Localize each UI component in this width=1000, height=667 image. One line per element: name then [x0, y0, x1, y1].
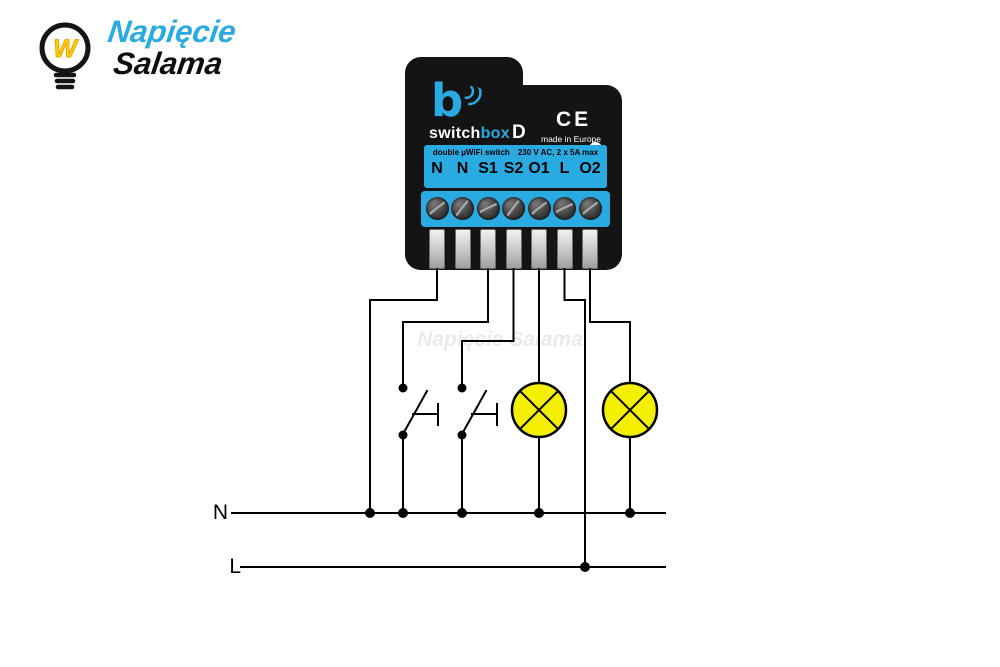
terminal-screw [451, 197, 474, 220]
terminal-label-l: L [559, 160, 570, 177]
lamp1-cross [518, 389, 560, 431]
spec-left: double µWiFi switch [432, 148, 510, 157]
line-rail-label: L [229, 555, 241, 578]
watermark: Napięcie Salama [417, 328, 583, 351]
brand-d: D [511, 122, 526, 143]
lamp2-cross [609, 389, 651, 431]
terminal-screw [553, 197, 576, 220]
push-button-1 [398, 383, 439, 440]
brand-box: box [480, 125, 510, 142]
blebox-logo: b [431, 74, 464, 127]
bulb-outline [39, 22, 91, 74]
button2-contact [460, 389, 488, 436]
terminal-label-o1: O1 [528, 160, 550, 177]
lightbulb-icon: W [39, 22, 91, 90]
button1-contact [401, 389, 429, 436]
terminal-screw [502, 197, 525, 220]
junction-dot [580, 562, 590, 572]
terminal-screw [425, 197, 449, 220]
wire-s2-to-button2 [461, 268, 515, 389]
terminal-label-strip: double µWiFi switch 230 V AC, 2 x 5A max… [424, 145, 607, 188]
bulb-filament-letter: W [53, 35, 79, 63]
terminal-slot [454, 229, 471, 269]
button1-top-terminal [398, 383, 408, 393]
terminal-label-s1: S1 [478, 160, 498, 177]
channel-logo: W Napięcie Salama [30, 14, 238, 98]
terminal-screw [527, 197, 551, 220]
junction-dot [398, 508, 408, 518]
terminal-screw [578, 197, 602, 220]
neutral-rail-label: N [212, 501, 228, 524]
bulb-base [53, 72, 77, 90]
terminal-screw-block [421, 191, 610, 227]
wire-n-to-rail [369, 268, 438, 514]
button1-actuator [412, 403, 439, 426]
ce-mark: CE [556, 108, 592, 131]
wire-o2-to-lamp2 [589, 268, 631, 384]
junction-dot [625, 508, 635, 518]
terminal-label-s2: S2 [503, 160, 524, 177]
made-in-europe-label: made in Europe [541, 134, 602, 144]
signal-waves-icon [464, 85, 482, 106]
terminal-label-n2: N [456, 160, 469, 177]
lamp-2 [601, 381, 659, 439]
junction-dot [365, 508, 375, 518]
button2-actuator [471, 403, 498, 426]
terminal-label-o2: O2 [579, 160, 601, 177]
junction-dot [534, 508, 544, 518]
terminal-screw [476, 197, 500, 220]
wire-s1-to-button1 [402, 268, 489, 389]
junction-dot [457, 508, 467, 518]
terminal-label-n1: N [431, 160, 443, 177]
junction-dots [365, 508, 635, 572]
lamp-1 [510, 381, 568, 439]
brand-switch: switch [429, 125, 481, 142]
device-specs: double µWiFi switch 230 V AC, 2 x 5A max [424, 148, 607, 157]
button2-top-terminal [457, 383, 467, 393]
spec-right: 230 V AC, 2 x 5A max [517, 148, 599, 157]
wire-l-to-rail [563, 268, 586, 568]
push-button-2 [457, 383, 498, 440]
